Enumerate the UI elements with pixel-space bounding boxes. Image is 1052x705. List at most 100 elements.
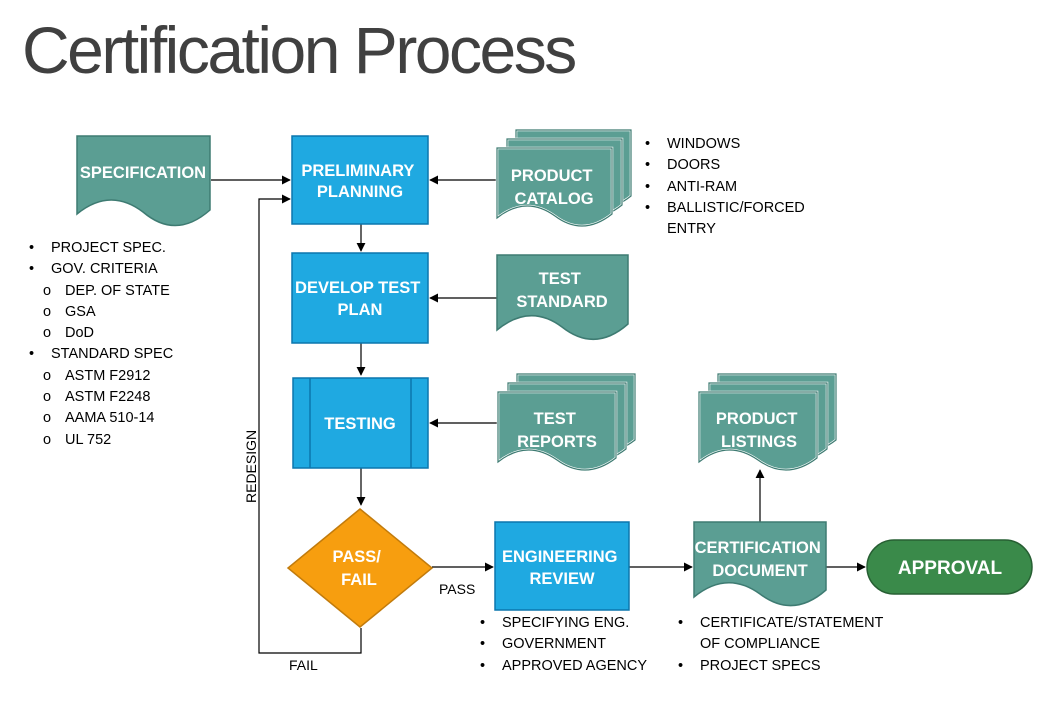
list-item: • SPECIFYING ENG. <box>480 613 647 634</box>
sub-bullet-marker: o <box>43 431 52 448</box>
page-title: Certification Process <box>22 13 577 87</box>
node-engineering-review: ENGINEERING REVIEW <box>494 521 630 611</box>
list-item-text: AAMA 510-14 <box>65 410 155 427</box>
multi-document-front <box>495 146 614 228</box>
bullet-marker: • <box>29 346 35 363</box>
node-label: DEVELOP TEST PLAN <box>295 279 425 319</box>
list-item-text: ASTM F2248 <box>65 389 151 406</box>
list-item: • CERTIFICATE/STATEMENT <box>678 613 883 634</box>
bullet-marker: • <box>645 178 651 195</box>
list-item-text: DoD <box>65 325 95 342</box>
list-item: o ASTM F2912 <box>29 366 173 387</box>
bullet-marker: • <box>480 636 486 653</box>
list-item: o DEP. OF STATE <box>29 281 173 302</box>
list-item-text: STANDARD SPEC <box>51 346 174 363</box>
list-item: • STANDARD SPEC <box>29 344 173 365</box>
multi-document-front <box>698 391 818 471</box>
list-item-text: CERTIFICATE/STATEMENT <box>700 615 884 631</box>
node-develop-test-plan: DEVELOP TEST PLAN <box>291 252 429 344</box>
node-approval: APPROVAL <box>866 539 1033 595</box>
list-item: o DoD <box>29 323 173 344</box>
edge-label-fail: FAIL <box>289 657 318 673</box>
edge-label-redesign: REDESIGN <box>243 430 259 503</box>
list-item: ENTRY <box>645 219 805 240</box>
list-item-text: DEP. OF STATE <box>65 282 170 299</box>
multi-document-front <box>697 390 819 472</box>
bullet-marker: • <box>480 657 486 674</box>
document-shape <box>76 135 211 227</box>
list-item: •APPROVED AGENCY <box>480 656 647 677</box>
specification-notes-list: • PROJECT SPEC. • GOV. CRITERIA o DEP. OF STA… <box>29 238 173 451</box>
node-specification: SPECIFICATION <box>76 135 211 227</box>
node-product-catalog: PRODUCT CATALOG <box>495 128 633 228</box>
list-item-text: PROJECT SPEC. <box>51 240 166 256</box>
list-item: o GSA <box>29 302 173 323</box>
list-item: o AAMA 510-14 <box>29 408 173 429</box>
list-item: • WINDOWS <box>645 134 805 155</box>
node-label: TEST STANDARD <box>516 270 607 311</box>
process-shape <box>494 521 630 611</box>
node-label: PASS/ FAIL <box>333 548 386 589</box>
list-item-text: GOVERNMENT <box>502 636 606 653</box>
bullet-marker: • <box>480 615 486 631</box>
node-label: SPECIFICATION <box>80 164 206 182</box>
list-item: • GOV. CRITERIA <box>29 259 173 280</box>
review-parties-list: • SPECIFYING ENG. • GOVERNMENT •APPROVED AGE… <box>480 613 647 677</box>
multi-document-front <box>496 147 613 227</box>
bullet-marker: • <box>645 157 651 174</box>
node-test-standard: TEST STANDARD <box>496 254 629 340</box>
bullet-marker: • <box>678 657 684 674</box>
process-shape <box>291 135 429 225</box>
sub-bullet-marker: o <box>43 367 52 384</box>
node-test-reports: TEST REPORTS <box>496 372 637 472</box>
node-product-listings: PRODUCT LISTINGS <box>697 372 838 472</box>
multi-document-front <box>497 391 617 471</box>
node-certification-document: CERTIFICATION DOCUMENT <box>693 521 827 607</box>
edge-fail-redesign-loop <box>258 194 362 654</box>
sub-bullet-marker: o <box>43 303 52 320</box>
list-item-text: SPECIFYING ENG. <box>502 615 630 631</box>
list-item: • PROJECT SPECS <box>678 656 883 677</box>
node-label: CERTIFICATION DOCUMENT <box>695 539 826 580</box>
node-preliminary-planning: PRELIMINARY PLANNING <box>291 135 429 225</box>
multi-document-front <box>496 390 618 472</box>
list-item-text: GSA <box>65 303 96 320</box>
connectors <box>211 175 866 654</box>
list-item: o ASTM F2248 <box>29 387 173 408</box>
node-pass-fail: PASS/ FAIL <box>286 508 434 628</box>
sub-bullet-marker: o <box>43 282 52 299</box>
node-label: PRODUCT CATALOG <box>511 167 597 208</box>
bullet-marker: • <box>29 261 35 278</box>
bullet-marker: • <box>29 240 35 256</box>
list-item-text: PROJECT SPECS <box>700 657 821 674</box>
bullet-marker: • <box>645 199 651 216</box>
list-item: OF COMPLIANCE <box>678 634 883 655</box>
list-item-text: GOV. CRITERIA <box>51 261 158 278</box>
list-item-text: ANTI-RAM <box>667 178 738 195</box>
node-label: ENGINEERING REVIEW <box>502 548 622 588</box>
process-shape <box>291 252 429 344</box>
list-item-text: UL 752 <box>65 431 112 448</box>
bullet-marker: • <box>645 136 651 152</box>
sub-bullet-marker: o <box>43 410 52 427</box>
list-item: • ANTI-RAM <box>645 177 805 198</box>
list-item: • GOVERNMENT <box>480 634 647 655</box>
predefined-process-shape <box>292 377 429 469</box>
list-item: • BALLISTIC/FORCED <box>645 198 805 219</box>
list-item-text: BALLISTIC/FORCED <box>667 199 805 216</box>
list-item: • PROJECT SPEC. <box>29 238 173 259</box>
edge-label-pass: PASS <box>439 581 475 597</box>
bullet-marker: • <box>678 615 684 631</box>
node-label: PRODUCT LISTINGS <box>716 410 802 451</box>
list-item: •DOORS <box>645 155 805 176</box>
node-label: APPROVAL <box>898 558 1003 579</box>
sub-bullet-marker: o <box>43 325 52 342</box>
list-item-text: ASTM F2912 <box>65 367 151 384</box>
list-item-text: WINDOWS <box>667 136 741 152</box>
node-label: TEST REPORTS <box>517 410 597 451</box>
sub-bullet-marker: o <box>43 389 52 406</box>
decision-shape <box>286 508 434 628</box>
catalog-items-list: •WINDOWS•DOORS•ANTI-RAM•BALLISTIC/FORCED… <box>645 134 805 240</box>
terminal-shape <box>866 539 1033 595</box>
